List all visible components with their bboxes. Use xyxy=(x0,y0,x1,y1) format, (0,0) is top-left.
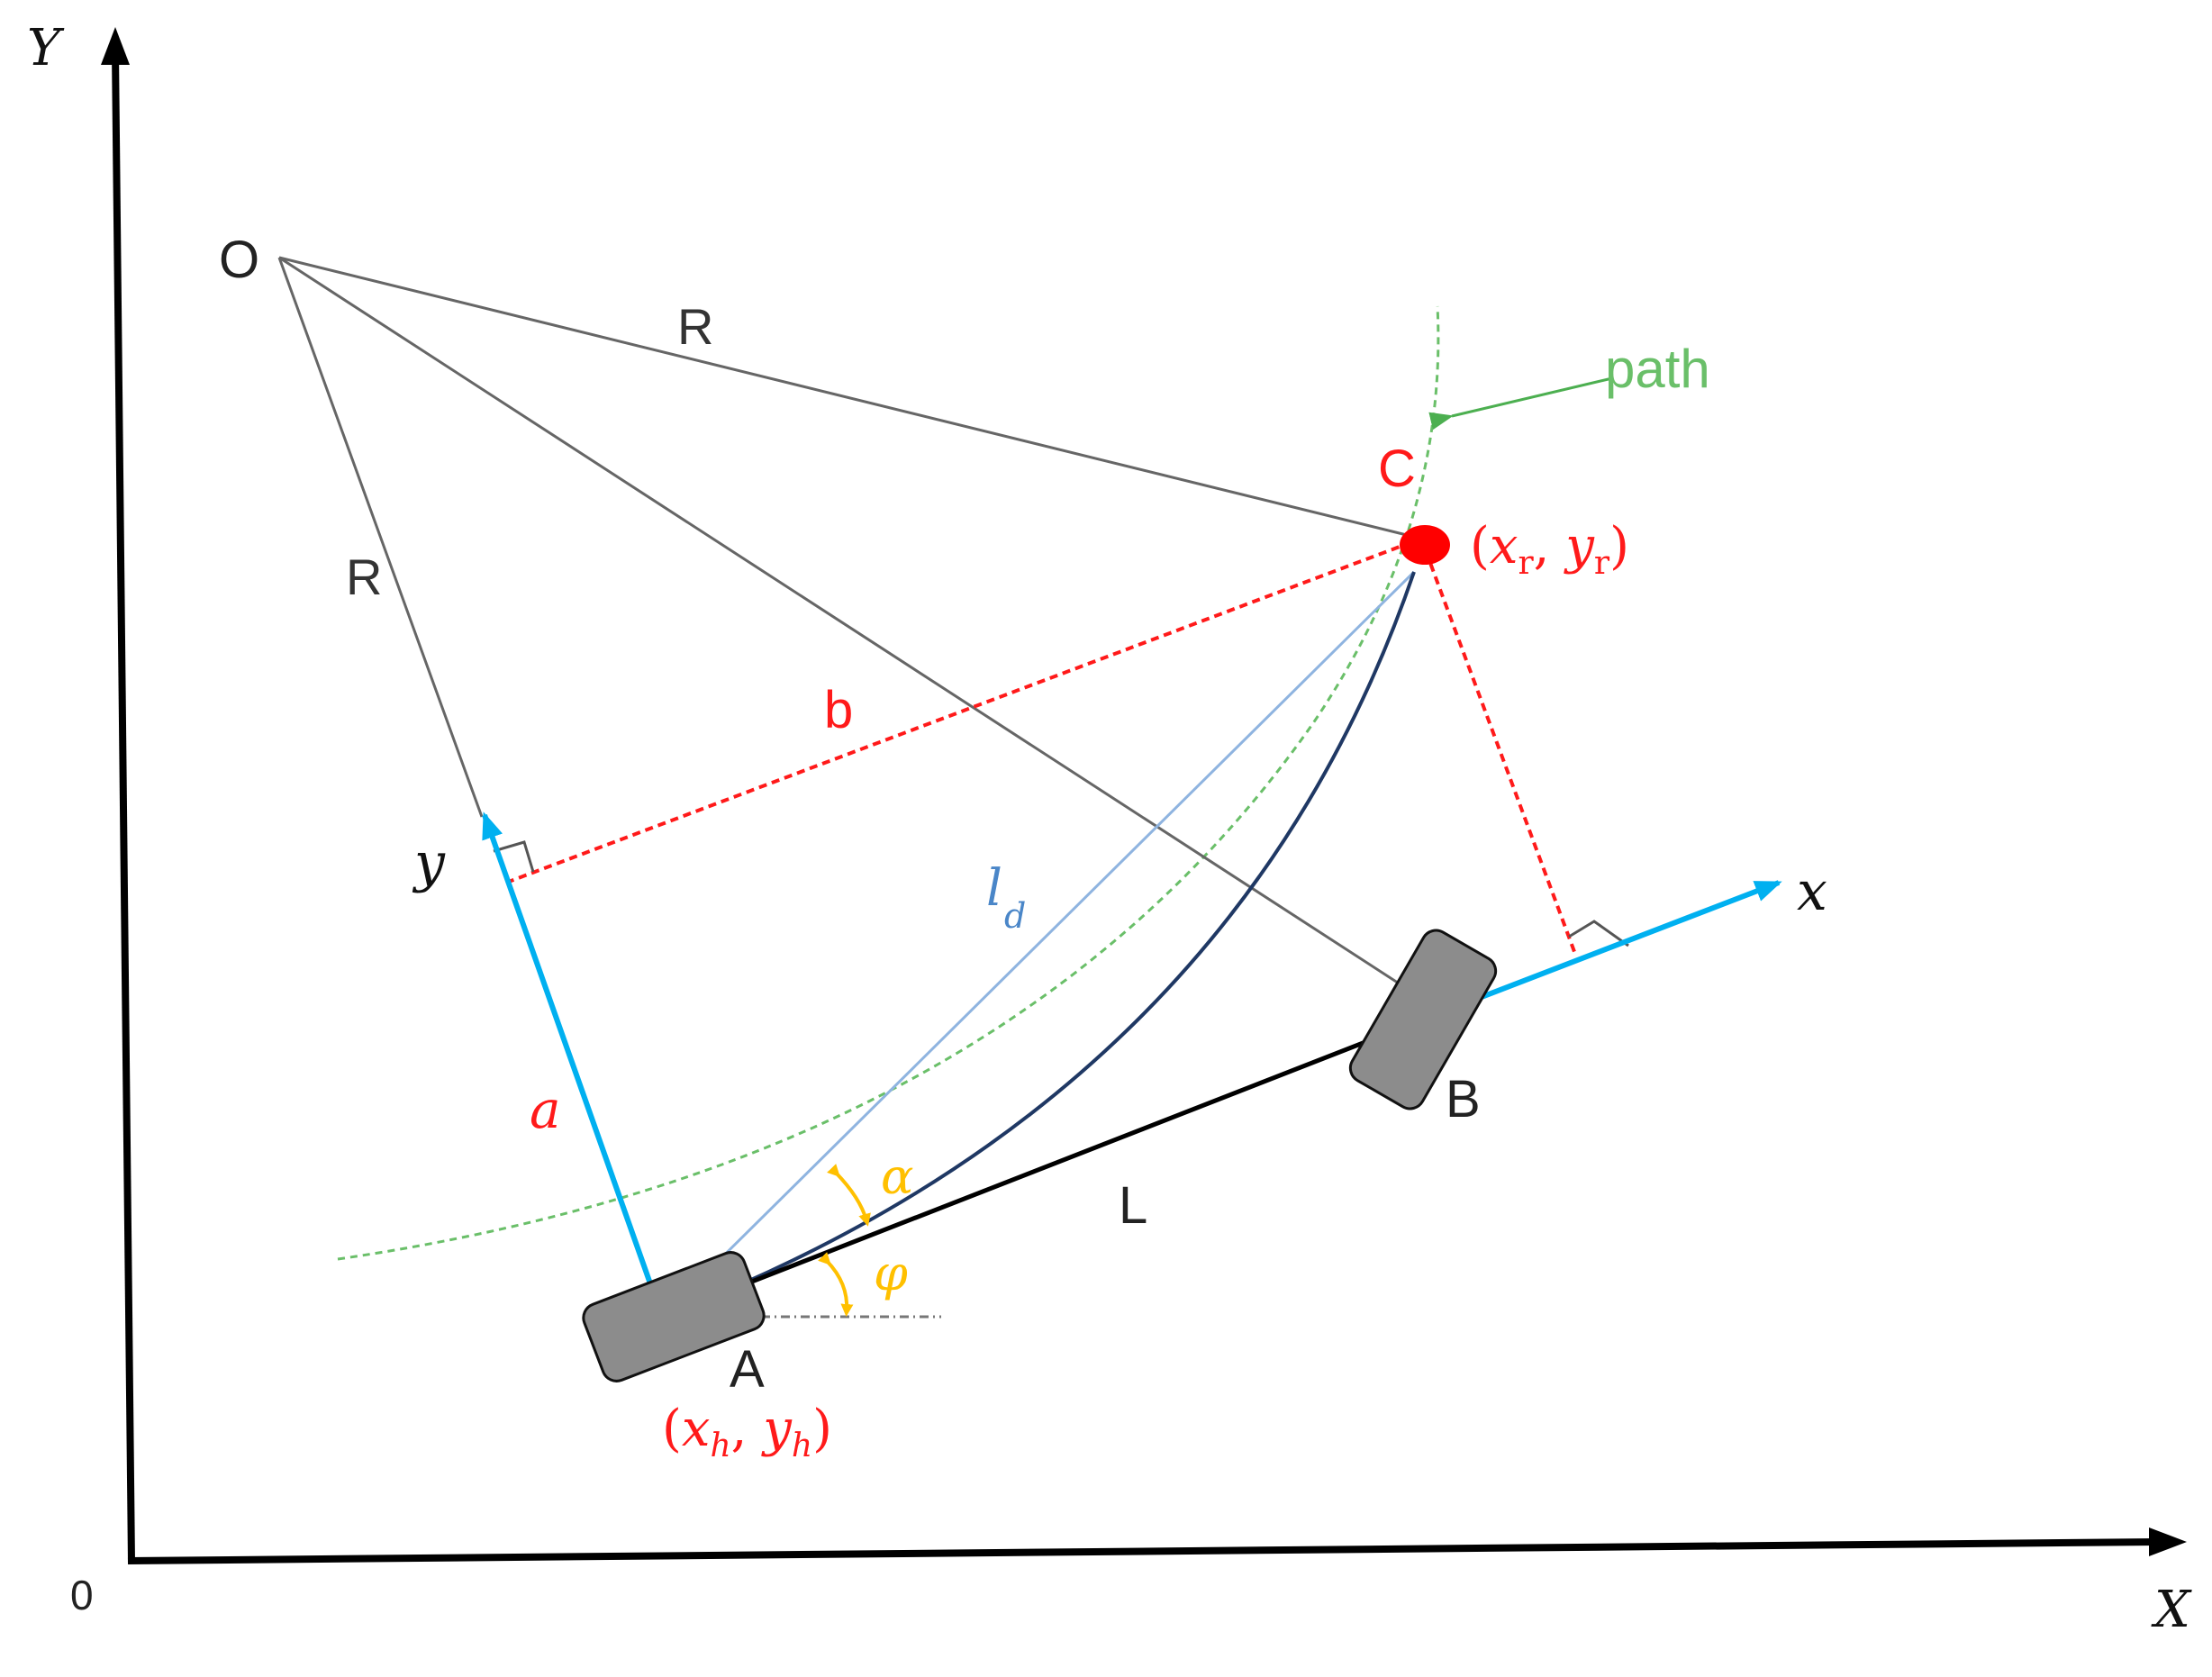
label-ld-main: l xyxy=(986,859,1002,918)
path-pointer-arrow xyxy=(1428,376,1613,431)
line-O-C xyxy=(278,256,1422,540)
steering-arc xyxy=(661,571,1416,1319)
path-curve xyxy=(337,305,1440,1261)
point-B-label: B xyxy=(1446,1070,1481,1129)
rear-wheel-A xyxy=(582,1251,766,1382)
local-x-label: x xyxy=(1797,860,1827,923)
phi-label: φ xyxy=(874,1245,908,1301)
label-R-top: R xyxy=(677,298,713,355)
phi-arc xyxy=(818,1252,854,1317)
rear-open: ( xyxy=(662,1400,682,1458)
rear-x: x xyxy=(682,1400,711,1458)
wheelbase-line-AB xyxy=(661,1017,1424,1319)
target-comma: , xyxy=(1534,517,1566,576)
label-ld-sub: d xyxy=(1004,896,1026,936)
point-A-label: A xyxy=(730,1340,765,1399)
rear-coord-text: (xh, yh) xyxy=(662,1400,832,1464)
x-axis-label: X xyxy=(2151,1581,2192,1639)
target-open: ( xyxy=(1470,517,1490,576)
label-ld: l d xyxy=(986,859,1026,936)
target-point-C xyxy=(1400,525,1450,565)
global-axes: 0 X Y xyxy=(27,19,2192,1639)
target-y: y xyxy=(1563,517,1595,576)
local-y-label: y xyxy=(412,831,446,894)
label-b: b xyxy=(824,681,853,739)
y-axis-line xyxy=(112,51,135,1564)
lookahead: l d xyxy=(660,570,1416,1319)
x-axis-line xyxy=(127,1538,2158,1564)
point-C-label: C xyxy=(1378,440,1416,498)
right-angle-mark-y xyxy=(493,840,535,873)
label-R-left: R xyxy=(346,548,382,605)
line-O-B xyxy=(278,256,1422,1000)
y-axis-arrowhead xyxy=(101,27,130,65)
red-perpendiculars: b xyxy=(493,537,1629,957)
right-angle-mark-x xyxy=(1568,920,1629,947)
segment-b-line xyxy=(505,537,1422,884)
label-a: a xyxy=(530,1079,561,1140)
rear-x-sub: h xyxy=(710,1428,730,1464)
label-L: L xyxy=(1119,1176,1147,1235)
coord-target: (xr, yr) xyxy=(1470,517,1629,582)
target-x: x xyxy=(1490,517,1518,576)
rear-comma: , xyxy=(731,1400,764,1458)
alpha-label: α xyxy=(881,1148,913,1205)
coord-rear: (xh, yh) xyxy=(662,1400,832,1464)
key-points: O C xyxy=(219,231,1450,565)
rear-y: y xyxy=(760,1400,793,1458)
point-O-label: O xyxy=(219,231,259,289)
target-y-sub: r xyxy=(1594,545,1610,582)
rear-y-sub: h xyxy=(792,1428,812,1464)
x-axis-arrowhead xyxy=(2149,1527,2187,1556)
local-y-axis xyxy=(482,811,665,1319)
origin-label: 0 xyxy=(70,1572,94,1618)
alpha-arc xyxy=(827,1164,871,1227)
y-axis-label: Y xyxy=(27,19,65,77)
angles: α φ xyxy=(818,1148,913,1317)
construction-lines: R R xyxy=(277,256,1422,1000)
lookahead-distance-line xyxy=(660,570,1416,1319)
C-to-x-axis-line xyxy=(1419,538,1578,957)
target-close: ) xyxy=(1609,517,1629,576)
target-x-sub: r xyxy=(1518,545,1534,582)
rear-close: ) xyxy=(812,1400,832,1458)
line-O-y-top xyxy=(277,257,484,818)
front-wheel-B xyxy=(1348,929,1498,1110)
path-label: path xyxy=(1605,339,1710,399)
vehicle: L x y a A B xyxy=(412,811,1827,1399)
reference-path: path xyxy=(337,305,1710,1261)
target-coord-text: (xr, yr) xyxy=(1470,517,1629,582)
